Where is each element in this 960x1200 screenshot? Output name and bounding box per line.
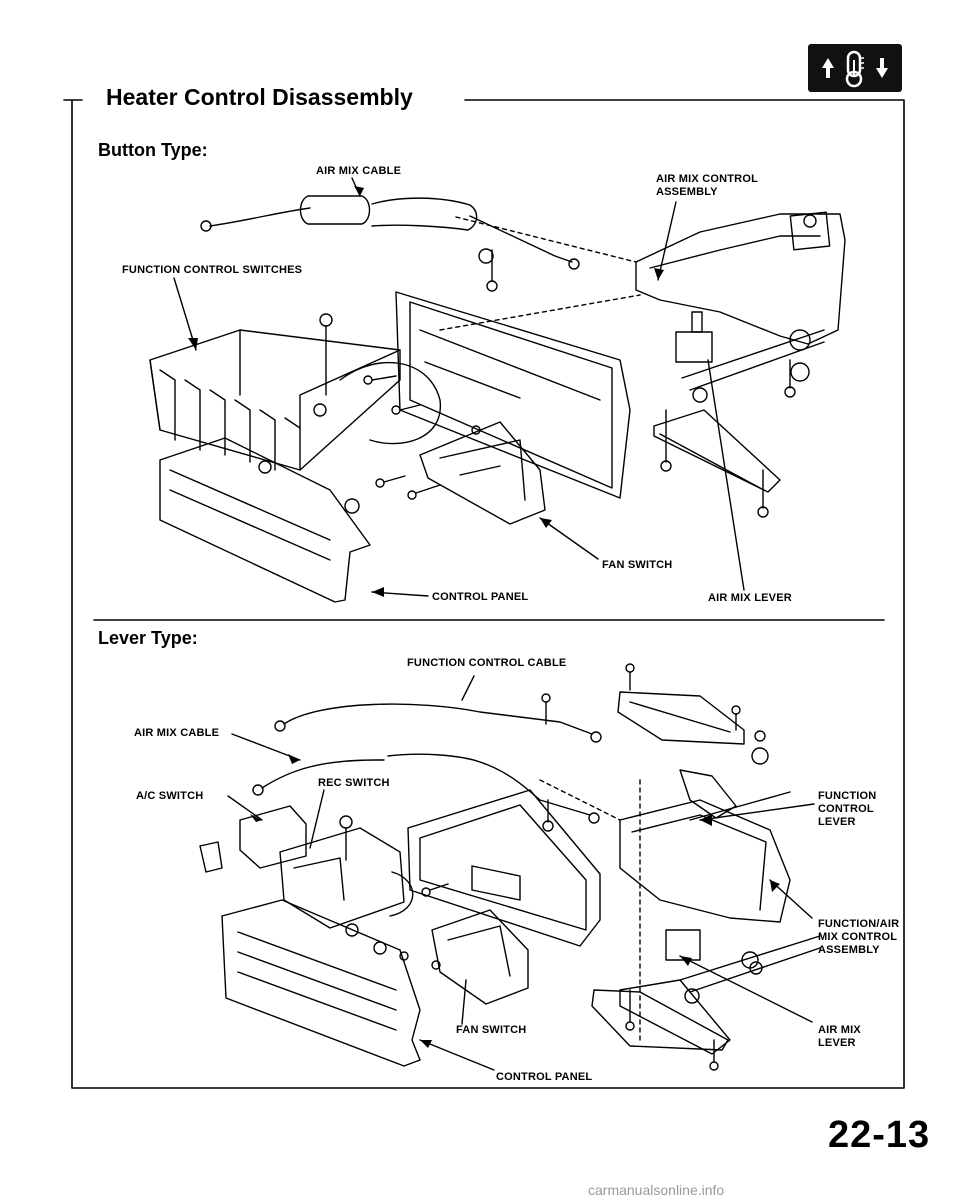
label-function-control-lever-1: FUNCTION: [818, 790, 877, 802]
lever-control-assembly: [619, 799, 821, 1055]
label-function-control-switches: FUNCTION CONTROL SWITCHES: [122, 264, 303, 276]
leader-arrowheads: [188, 186, 780, 1048]
button-frame: [395, 291, 631, 499]
label-air-mix-lever: AIR MIX LEVER: [708, 592, 792, 604]
label-control-panel: CONTROL PANEL: [432, 591, 529, 603]
lever-type-heading: Lever Type:: [98, 628, 198, 648]
label-air-mix-control-assembly: AIR MIX CONTROL: [656, 173, 758, 185]
label-function-control-lever-3: LEVER: [818, 816, 856, 828]
heater-temperature-badge: [808, 44, 902, 92]
label-air-mix-control-assembly-2: ASSEMBLY: [656, 186, 718, 198]
button-function-control-switches: [149, 313, 441, 471]
page-number: 22-13: [828, 1114, 931, 1156]
label-function-control-lever-2: CONTROL: [818, 803, 874, 815]
lever-upper-bracket: [617, 691, 745, 745]
label-air-mix-cable: AIR MIX CABLE: [316, 165, 402, 177]
button-fan-switch: [419, 421, 546, 525]
lever-ac-switch: [199, 805, 307, 873]
heater-temperature-icon: [822, 50, 888, 88]
label-control-panel-lever: CONTROL PANEL: [496, 1071, 593, 1083]
footer-watermark: carmanualsonline.info: [588, 1182, 725, 1198]
frame-border: [63, 99, 905, 1089]
label-rec-switch: REC SWITCH: [318, 777, 390, 789]
lever-leaders: [227, 675, 815, 1071]
label-fan-switch-lever: FAN SWITCH: [456, 1024, 527, 1036]
lever-fan-switch: [431, 909, 529, 1005]
label-ac-switch: A/C SWITCH: [136, 790, 204, 802]
label-function-air-mix-assembly-3: ASSEMBLY: [818, 944, 880, 956]
button-type-heading: Button Type:: [98, 140, 208, 160]
label-function-air-mix-assembly-1: FUNCTION/AIR: [818, 918, 900, 930]
label-air-mix-cable-lever: AIR MIX CABLE: [134, 727, 220, 739]
label-fan-switch: FAN SWITCH: [602, 559, 673, 571]
button-leaders: [173, 177, 745, 597]
label-air-mix-lever-2: LEVER: [818, 1037, 856, 1049]
lever-frame: [407, 789, 601, 947]
page-title: Heater Control Disassembly: [100, 84, 419, 111]
lever-rec-switch: [279, 827, 414, 929]
lever-screws: [339, 663, 766, 1071]
button-air-mix-cable: [200, 195, 580, 270]
lever-function-control-lever: [679, 747, 791, 821]
button-control-panel: [159, 437, 371, 603]
label-function-air-mix-assembly-2: MIX CONTROL: [818, 931, 898, 943]
button-screws: [363, 248, 796, 518]
label-function-control-cable: FUNCTION CONTROL CABLE: [407, 657, 567, 669]
lever-function-control-cable: [274, 703, 602, 743]
button-air-mix-control-assembly: [635, 211, 846, 493]
lever-air-mix-cable: [252, 753, 600, 824]
label-air-mix-lever-1: AIR MIX: [818, 1024, 861, 1036]
lever-lower-bracket: [591, 989, 729, 1051]
lever-control-panel: [221, 899, 421, 1067]
